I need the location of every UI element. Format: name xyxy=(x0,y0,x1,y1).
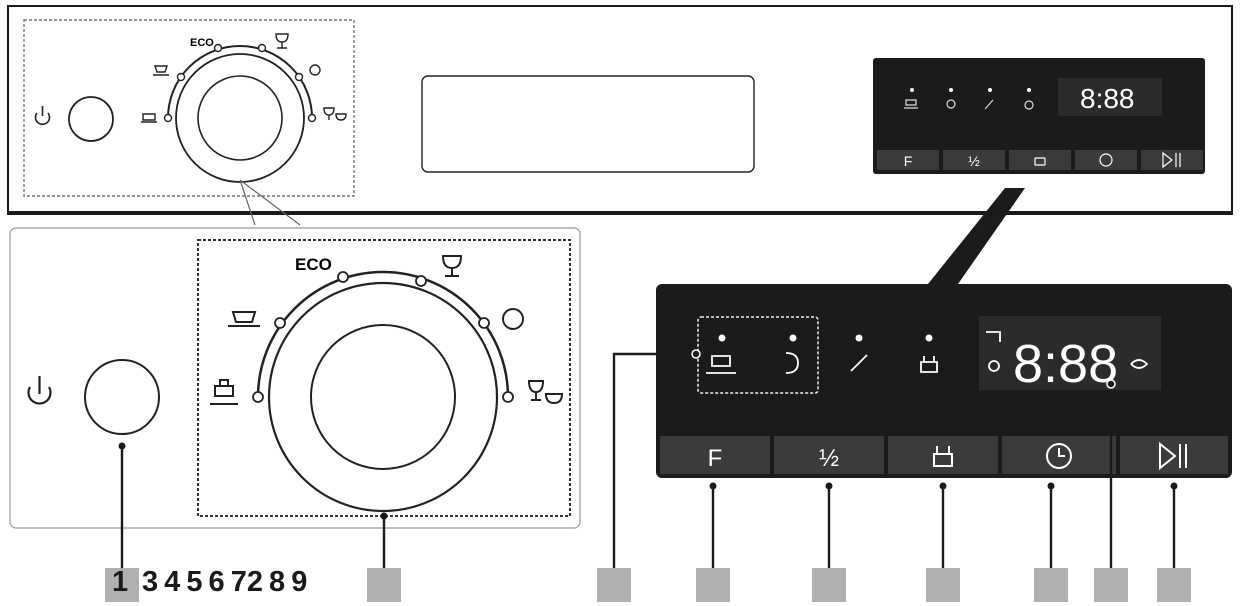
pre-wash-marker xyxy=(252,391,264,403)
intensive-icon-small xyxy=(153,65,169,76)
rinse-icon xyxy=(988,360,1000,372)
dial-panel-detail: ECO xyxy=(9,227,581,529)
callout-box-8 xyxy=(1094,568,1128,602)
function-button-label: F xyxy=(708,445,723,472)
eco-label-small: ECO xyxy=(190,37,214,49)
quick-90-icon-small xyxy=(309,64,321,76)
callout-leaders xyxy=(120,352,1176,568)
intensive-marker xyxy=(274,317,286,329)
zoom-connector-right xyxy=(928,188,1025,284)
function-button[interactable] xyxy=(660,436,770,474)
callout-box-5 xyxy=(812,568,846,602)
power-button[interactable] xyxy=(68,96,114,142)
pre-wash-icon-small xyxy=(141,113,157,123)
child-lock-led xyxy=(925,334,933,342)
pot-pan-icon-small xyxy=(323,107,347,121)
child-lock-indicator-icon xyxy=(920,356,938,373)
overview-panel: ECO 8:88 F ½ xyxy=(7,5,1233,215)
power-button[interactable] xyxy=(84,359,160,435)
button-row-small xyxy=(877,150,1203,170)
rapid-marker xyxy=(502,391,514,403)
half-load-button[interactable] xyxy=(774,436,884,474)
overview-dial-frame xyxy=(23,19,355,197)
pot-pan-icon xyxy=(527,380,564,405)
pre-wash-indicator-icon xyxy=(706,355,736,374)
glass-marker xyxy=(415,275,427,287)
rinse-aid-led xyxy=(789,334,797,342)
play-pause-icon xyxy=(1159,441,1187,471)
dial-detail-frame xyxy=(9,227,581,529)
zoom-connector-left xyxy=(239,179,301,226)
display-panel-detail: 8:88 F ½ xyxy=(656,284,1232,478)
door-handle[interactable] xyxy=(421,75,755,173)
time-readout: 8:88 xyxy=(1013,334,1118,394)
child-lock-button-small[interactable] xyxy=(1009,150,1071,170)
pre-wash-icon xyxy=(210,379,238,405)
half-load-label-small: ½ xyxy=(968,153,980,169)
half-load-led xyxy=(855,334,863,342)
display-window xyxy=(979,316,1161,390)
callout-box-3 xyxy=(597,568,631,602)
time-delay-icon xyxy=(1046,443,1072,469)
callout-box-6 xyxy=(926,568,960,602)
dial-knob[interactable] xyxy=(310,324,456,470)
program-selector-box xyxy=(197,239,571,517)
intensive-icon xyxy=(228,311,260,327)
auto-icon xyxy=(1130,359,1149,369)
function-label-small: F xyxy=(904,153,913,169)
callout-box-4 xyxy=(696,568,730,602)
power-icon xyxy=(34,106,51,126)
callout-box-1 xyxy=(105,568,139,602)
salt-icon xyxy=(986,331,1001,342)
eco-label: ECO xyxy=(295,255,332,274)
callout-box-7 xyxy=(1034,568,1068,602)
glass-icon-small xyxy=(275,33,289,49)
quick-90-icon xyxy=(502,308,524,330)
half-load-button-label: ½ xyxy=(819,445,839,472)
time-readout-small: 8:88 xyxy=(1080,83,1135,114)
eco-marker xyxy=(337,271,349,283)
callout-boxes xyxy=(105,568,1191,602)
callout-box-9 xyxy=(1157,568,1191,602)
half-load-indicator-icon xyxy=(850,354,868,372)
callout-number-list: 3 4 5 6 72 8 9 xyxy=(142,566,308,598)
callout-number-1: 1 xyxy=(112,566,130,598)
glass-icon xyxy=(441,255,463,277)
time-delay-button-small[interactable] xyxy=(1075,150,1137,170)
function-button-small[interactable] xyxy=(877,150,939,170)
pre-wash-led xyxy=(718,334,726,342)
half-load-button-small[interactable] xyxy=(943,150,1005,170)
child-lock-icon xyxy=(933,446,953,467)
program-arc xyxy=(256,270,510,398)
rinse-aid-indicator-icon xyxy=(785,352,799,374)
callout-box-2 xyxy=(367,568,401,602)
quick-marker xyxy=(478,317,490,329)
power-icon xyxy=(27,376,52,405)
